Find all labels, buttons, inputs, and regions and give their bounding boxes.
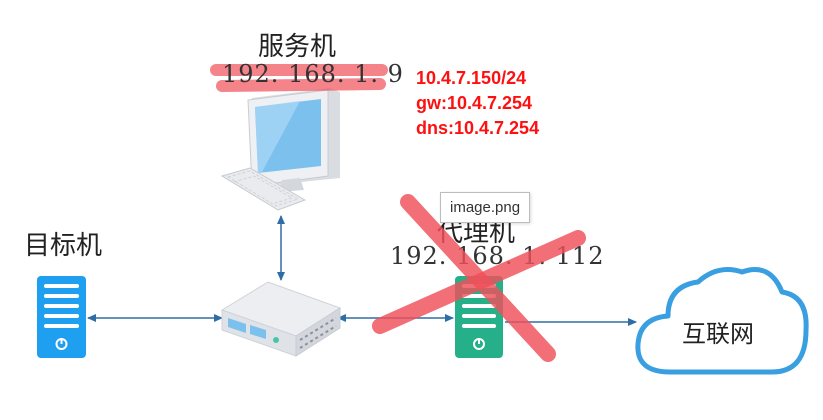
server-computer-icon (220, 88, 340, 211)
target-name-label: 目标机 (24, 231, 103, 261)
note-ip: 10.4.7.150/24 (416, 68, 527, 88)
note-gateway: gw:10.4.7.254 (416, 93, 533, 113)
target-server-icon (37, 276, 86, 358)
switch-icon (220, 281, 342, 357)
server-ip-label: 192. 168. 1. 9 (222, 60, 404, 88)
ip-strike-highlight (210, 64, 388, 92)
note-dns: dns:10.4.7.254 (416, 118, 540, 138)
server-name-label: 服务机 (258, 32, 337, 62)
internet-label: 互联网 (682, 320, 754, 348)
image-tooltip: image.png (440, 192, 531, 223)
proxy-server-icon (455, 276, 503, 358)
proxy-ip-label: 192. 168. 1. 112 (390, 242, 605, 270)
internet-cloud-icon (635, 267, 809, 375)
network-notes: 10.4.7.150/24 gw:10.4.7.254 dns:10.4.7.2… (416, 66, 539, 141)
